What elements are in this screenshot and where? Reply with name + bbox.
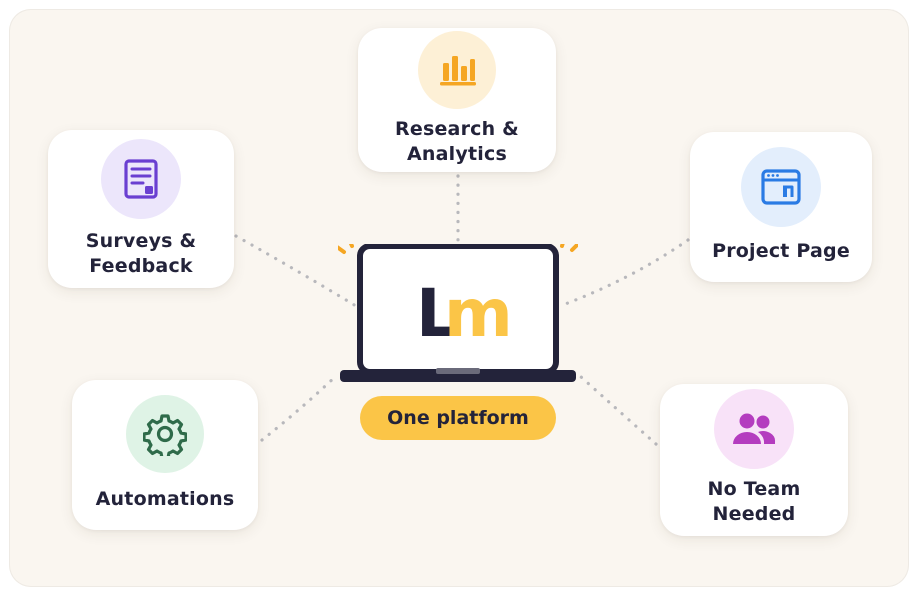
- card-team-label: No Team Needed: [708, 477, 801, 527]
- card-automations[interactable]: Automations: [72, 380, 258, 530]
- gear-icon: [143, 413, 187, 456]
- surveys-label-line2: Feedback: [89, 255, 193, 277]
- surveys-label-line1: Surveys &: [85, 230, 197, 252]
- one-platform-label: One platform: [387, 407, 529, 429]
- card-no-team-needed[interactable]: No Team Needed: [660, 384, 848, 536]
- card-automations-label: Automations: [96, 487, 235, 512]
- bar-chart-icon: [440, 56, 476, 86]
- card-surveys-feedback[interactable]: Surveys & Feedback: [48, 130, 234, 288]
- automations-icon-circle: [126, 394, 204, 473]
- card-project-page[interactable]: Project Page: [690, 132, 872, 282]
- team-label-line1: No Team: [707, 478, 801, 500]
- card-project-label: Project Page: [712, 239, 850, 264]
- research-label-line1: Research &: [395, 118, 519, 140]
- laptop-illustration: L m: [338, 244, 578, 382]
- sparkles-right-icon: [560, 244, 578, 252]
- one-platform-badge: One platform: [360, 396, 556, 440]
- logo-letter-l: L: [416, 275, 458, 352]
- surveys-icon-circle: [101, 139, 181, 219]
- card-surveys-label: Surveys & Feedback: [86, 229, 197, 279]
- laptop-notch: [436, 368, 480, 374]
- automations-label-line1: Automations: [95, 487, 235, 510]
- research-icon-circle: [418, 31, 496, 109]
- project-icon-circle: [741, 146, 821, 227]
- sparkles-left-icon: [338, 244, 354, 254]
- project-label-line1: Project Page: [712, 239, 850, 262]
- logo-letter-m: m: [444, 275, 513, 352]
- card-research-analytics[interactable]: Research & Analytics: [358, 28, 556, 172]
- survey-document-icon: [124, 159, 158, 199]
- card-research-label: Research & Analytics: [395, 117, 519, 167]
- team-label-line2: Needed: [712, 503, 796, 525]
- laptop-base: [340, 370, 576, 382]
- team-icon-circle: [714, 389, 794, 469]
- users-icon: [733, 413, 776, 444]
- research-label-line2: Analytics: [407, 143, 507, 165]
- browser-window-icon: [761, 168, 801, 205]
